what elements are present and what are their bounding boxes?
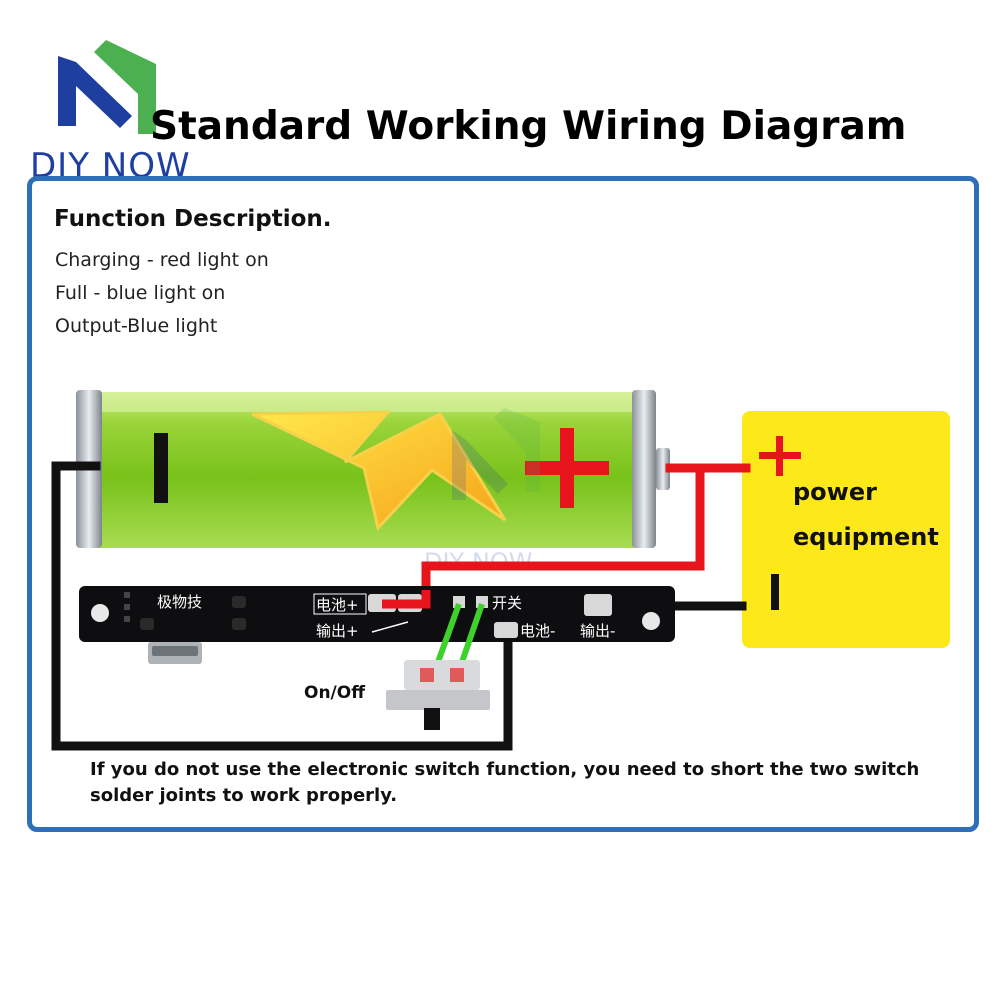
page-title: Standard Working Wiring Diagram [150, 104, 907, 149]
protection-board: 极物技 电池+ 输出+ 开关 电池- 输出- [79, 586, 675, 664]
board-label-out-minus: 输出- [580, 622, 615, 640]
power-equipment-label-line1: power [793, 478, 877, 506]
pad-out-minus [584, 594, 612, 616]
wire-switch-1 [435, 602, 462, 664]
board-label-bat-plus: 电池+ [316, 596, 359, 614]
pad-bat-minus [494, 622, 518, 638]
lightning-bolt-icon [251, 410, 507, 532]
switch-label: On/Off [304, 683, 365, 703]
power-equipment-label-line2: equipment [793, 523, 939, 551]
watermark-logo-icon [452, 408, 540, 500]
battery-terminal [656, 448, 670, 490]
bottom-note: If you do not use the electronic switch … [90, 759, 920, 806]
function-description-heading: Function Description. [54, 206, 332, 232]
board-label-bat-minus: 电池- [520, 622, 555, 640]
battery-cap-right [632, 390, 656, 548]
board-brand: 极物技 [157, 593, 202, 611]
wire-switch-2 [459, 603, 485, 663]
function-line-full: Full - blue light on [55, 282, 226, 304]
board-label-switch: 开关 [492, 594, 522, 612]
power-equipment-box [742, 411, 950, 648]
battery [76, 390, 670, 548]
slide-switch [386, 660, 490, 730]
power-minus-symbol [771, 574, 779, 610]
function-line-output: Output-Blue light [55, 315, 218, 337]
wire-battery-minus [51, 461, 513, 751]
diy-now-logo-icon [58, 40, 156, 134]
battery-minus-symbol [154, 433, 168, 503]
board-label-out-plus: 输出+ [316, 622, 359, 640]
switch-knob [424, 708, 440, 730]
function-line-charging: Charging - red light on [55, 249, 269, 271]
